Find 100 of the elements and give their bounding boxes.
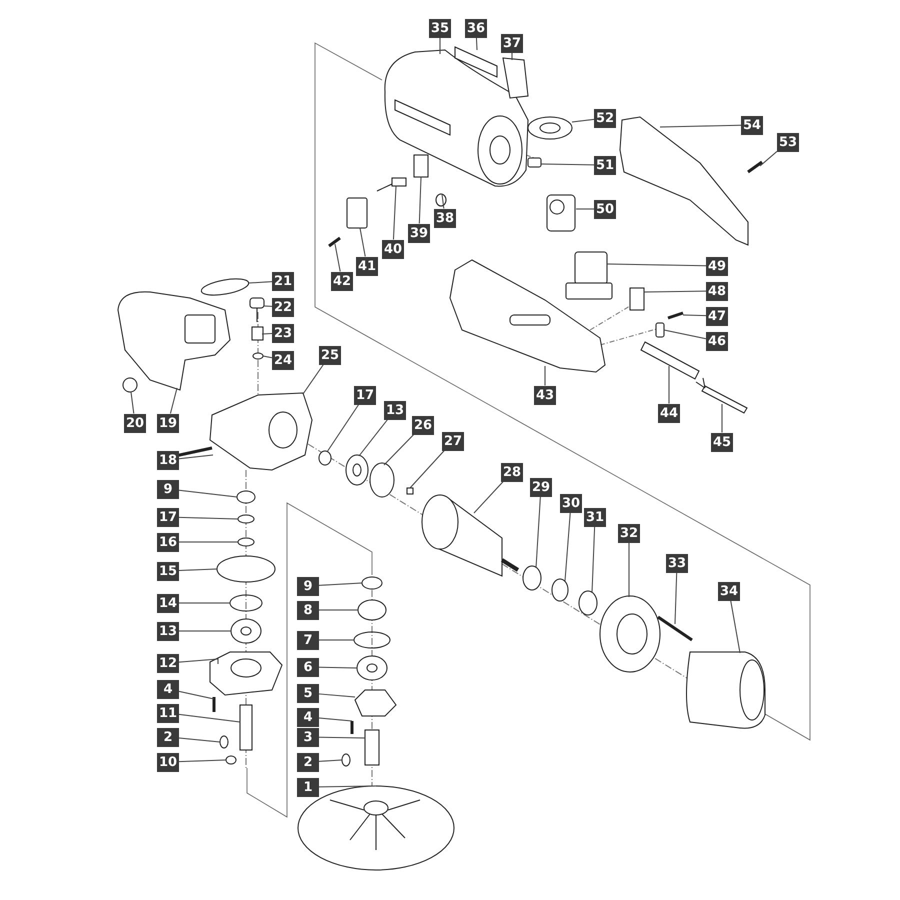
callout-number: 14	[157, 594, 179, 612]
leader-line	[474, 481, 504, 514]
leader-line	[262, 333, 272, 334]
leader-line	[682, 314, 706, 316]
leader-line	[318, 718, 352, 722]
callout-number: 30	[560, 494, 582, 512]
callout-number: 25	[319, 346, 341, 364]
leader-line	[628, 542, 630, 598]
leader-line	[178, 490, 238, 498]
leader-line	[592, 526, 596, 594]
callout-number: 34	[718, 582, 740, 600]
leader-line	[572, 118, 594, 122]
leader-line	[178, 738, 220, 742]
leader-line	[392, 186, 396, 240]
leader-line	[544, 366, 546, 386]
callout-number: 23	[272, 324, 294, 342]
leader-line	[318, 736, 366, 738]
callout-number: 17	[354, 386, 376, 404]
leader-line	[606, 264, 706, 266]
callout-number: 2	[297, 752, 319, 772]
callout-number: 15	[157, 562, 179, 580]
callout-number: 39	[408, 224, 430, 242]
leader-line	[178, 714, 240, 722]
leader-line	[730, 600, 740, 654]
callout-number: 13	[157, 622, 179, 640]
callout-number: 33	[666, 554, 688, 572]
leader-line	[476, 37, 478, 50]
callout-number: 52	[594, 108, 616, 128]
callout-number: 17	[157, 508, 179, 526]
callout-number: 53	[777, 132, 799, 152]
leader-line	[334, 244, 341, 272]
leader-line	[410, 450, 445, 488]
leader-line	[318, 582, 362, 586]
leader-line	[248, 281, 272, 284]
callout-number: 4	[297, 708, 319, 726]
leader-line	[576, 208, 594, 210]
callout-number: 20	[124, 414, 146, 432]
leader-line	[674, 572, 678, 624]
callout-number: 10	[157, 752, 179, 772]
callout-number: 16	[157, 532, 179, 552]
callout-number: 5	[297, 684, 319, 702]
callout-number: 45	[711, 432, 733, 452]
callout-number: 21	[272, 272, 294, 290]
callout-number: 47	[706, 306, 728, 326]
leader-line	[358, 419, 388, 456]
callout-number: 19	[157, 414, 179, 432]
callout-number: 1	[297, 778, 319, 796]
callout-number: 22	[272, 298, 294, 316]
leader-line	[318, 693, 356, 698]
callout-number: 44	[658, 404, 680, 422]
callout-number: 7	[297, 630, 319, 650]
callout-number: 9	[157, 480, 179, 498]
leader-line	[130, 392, 134, 414]
leader-line	[178, 568, 218, 572]
callout-number: 40	[382, 240, 404, 258]
callout-number: 50	[594, 200, 616, 218]
callout-number: 41	[356, 256, 378, 276]
leader-line	[760, 150, 778, 166]
callout-number: 4	[157, 680, 179, 698]
leader-line	[540, 164, 594, 166]
callout-number: 18	[157, 450, 179, 470]
leader-line	[318, 666, 358, 668]
callout-number: 35	[429, 18, 451, 38]
leader-line	[536, 496, 541, 568]
callout-number: 12	[157, 654, 179, 672]
leader-line	[264, 306, 272, 307]
callout-number: 48	[706, 282, 728, 300]
callout-number: 49	[706, 256, 728, 276]
leader-line	[170, 388, 178, 414]
leader-line	[660, 124, 742, 128]
callout-number: 51	[594, 156, 616, 174]
callout-number: 42	[331, 272, 353, 290]
leader-line	[178, 658, 218, 664]
leader-line	[318, 786, 376, 788]
callout-number: 46	[706, 332, 728, 350]
callout-number: 38	[434, 208, 456, 228]
callout-number: 13	[384, 400, 406, 420]
callout-number: 27	[442, 432, 464, 450]
leader-line	[384, 434, 414, 466]
callout-number: 36	[465, 18, 487, 38]
leader-line	[360, 228, 366, 257]
leader-line	[668, 366, 670, 404]
callout-number: 43	[534, 386, 556, 404]
callout-number: 37	[501, 34, 523, 52]
callout-number: 24	[272, 350, 294, 370]
callout-number: 31	[584, 508, 606, 526]
callout-number: 29	[530, 478, 552, 496]
leader-line	[178, 602, 230, 604]
leader-line	[302, 364, 324, 394]
callout-number: 54	[741, 116, 763, 134]
leader-line	[178, 454, 214, 460]
leader-line	[178, 690, 214, 700]
leader-line	[318, 760, 342, 762]
callout-number: 3	[297, 728, 319, 746]
leader-line	[442, 194, 444, 209]
callout-number: 8	[297, 600, 319, 620]
leader-line	[262, 356, 272, 358]
leader-line	[418, 176, 422, 224]
callout-number: 32	[618, 524, 640, 542]
leader-line	[564, 512, 571, 582]
